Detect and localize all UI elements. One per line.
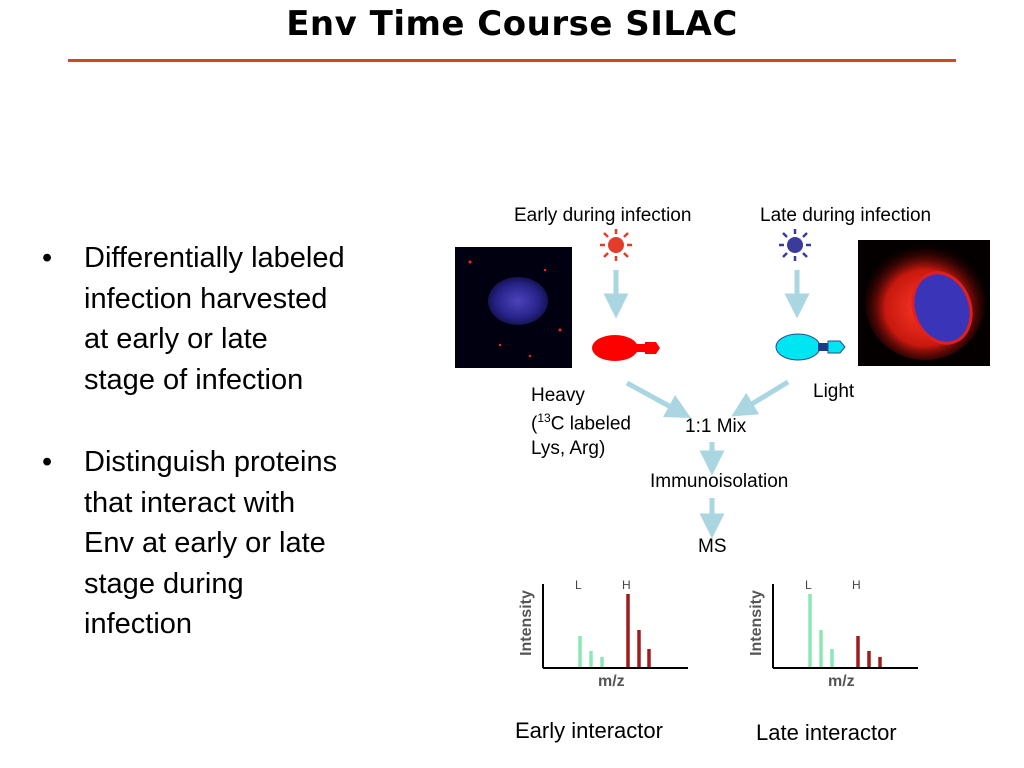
light-label: Light (813, 381, 855, 402)
early-intensity-axis: Intensity (518, 590, 535, 656)
bullet-text: Differentially labeled infection harvest… (84, 242, 345, 396)
early-mz-axis: m/z (598, 673, 625, 690)
slide-title: Env Time Course SILAC (286, 4, 738, 44)
arrow (625, 380, 691, 419)
bullet-item: • Distinguish proteins that interact wit… (42, 442, 402, 645)
late-infection-label: Late during infection (760, 205, 932, 226)
late-peak-label-light: L (805, 578, 812, 592)
bullet-dot: • (42, 242, 53, 274)
early-infection-label: Early during infection (514, 205, 692, 226)
title-underline (68, 59, 956, 62)
light-cell-shape (775, 333, 846, 361)
bullet-list: • Differentially labeled infection harve… (42, 238, 402, 687)
heavy-detail-text: C labeled (550, 413, 631, 435)
blue-light-icon (779, 229, 811, 261)
bullet-text: Distinguish proteins that interact with … (84, 446, 338, 640)
late-peak-label-heavy: H (852, 578, 861, 592)
late-cell-image (858, 240, 990, 366)
arrow (731, 379, 790, 417)
heavy-detail-line3: Lys, Arg) (531, 438, 606, 459)
heavy-detail-label: (13C labeled (531, 411, 631, 435)
bullet-dot: • (42, 446, 53, 478)
late-intensity-axis: Intensity (748, 590, 765, 656)
bullet-item: • Differentially labeled infection harve… (42, 238, 402, 400)
mix-label: 1:1 Mix (685, 416, 747, 437)
heavy-label: Heavy (531, 385, 585, 406)
early-spectrum (542, 584, 688, 669)
late-interactor-label: Late interactor (756, 720, 897, 745)
early-peak-label-heavy: H (622, 578, 631, 592)
late-mz-axis: m/z (828, 673, 855, 690)
immunoisolation-label: Immunoisolation (650, 471, 789, 492)
heavy-detail-paren: ( (531, 413, 538, 435)
early-cell-image (455, 247, 572, 368)
early-interactor-label: Early interactor (515, 718, 663, 743)
early-peak-label-light: L (575, 578, 582, 592)
heavy-detail-superscript: 13 (537, 411, 551, 425)
ms-label: MS (698, 536, 727, 557)
red-light-icon (600, 229, 632, 261)
late-spectrum (772, 584, 918, 669)
heavy-cell-shape (592, 335, 660, 361)
